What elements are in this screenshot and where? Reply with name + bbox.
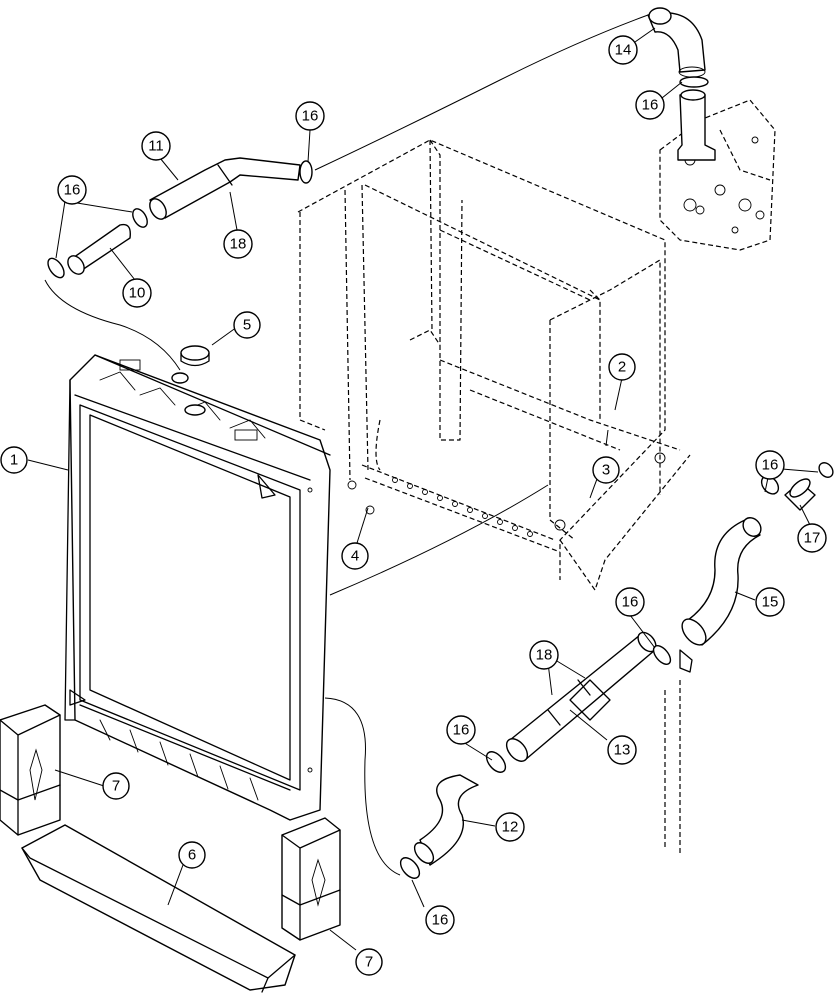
callout-label: 10 xyxy=(129,285,146,302)
callout-12: 12 xyxy=(495,812,525,842)
callout-label: 7 xyxy=(112,778,120,795)
radiator-support-frame xyxy=(297,139,691,591)
callout-label: 17 xyxy=(804,530,821,547)
callout-16-hose-15: 16 xyxy=(615,587,645,617)
callout-10: 10 xyxy=(122,278,152,308)
engine-block-fragment xyxy=(659,99,776,251)
callout-label: 11 xyxy=(148,138,164,155)
bottom-pad xyxy=(21,824,296,993)
radiator xyxy=(64,354,331,821)
callout-16-tube-11: 16 xyxy=(295,101,325,131)
callout-6: 6 xyxy=(178,841,206,869)
engine-outlet-pipe xyxy=(677,89,716,161)
callout-7-upper: 7 xyxy=(102,772,130,800)
callout-label: 16 xyxy=(432,912,449,929)
callout-label: 7 xyxy=(365,954,373,971)
callout-16-tube-17: 16 xyxy=(755,450,785,480)
callout-label: 12 xyxy=(502,819,519,836)
radiator-cap xyxy=(180,345,210,367)
callout-label: 16 xyxy=(762,457,779,474)
callout-4: 4 xyxy=(341,542,369,570)
callout-label: 14 xyxy=(615,42,632,59)
callout-label: 15 xyxy=(762,594,779,611)
hose-10 xyxy=(67,223,131,275)
callout-15: 15 xyxy=(755,587,785,617)
callout-label: 16 xyxy=(622,594,639,611)
elbow-hose-14 xyxy=(647,7,706,78)
leader-lines xyxy=(27,27,819,951)
callout-2: 2 xyxy=(608,353,636,381)
callout-label: 4 xyxy=(351,548,359,565)
callout-5: 5 xyxy=(233,311,261,339)
tube-17 xyxy=(784,478,816,511)
drain-tube xyxy=(664,649,693,855)
callout-label: 5 xyxy=(243,317,251,334)
callout-label: 3 xyxy=(602,462,610,479)
callout-14: 14 xyxy=(608,35,638,65)
callout-3: 3 xyxy=(592,456,620,484)
hose-12 xyxy=(413,774,479,866)
callout-16-pipe-13: 16 xyxy=(446,715,476,745)
mounting-pad-left xyxy=(0,704,61,836)
callout-label: 16 xyxy=(642,97,659,114)
callout-18-pipe-13: 18 xyxy=(529,640,559,670)
callout-18-tube-11: 18 xyxy=(223,229,253,259)
pipe-13 xyxy=(505,631,657,762)
callout-7-lower: 7 xyxy=(355,948,383,976)
callout-1: 1 xyxy=(0,446,28,474)
callout-17: 17 xyxy=(797,523,827,553)
frame-bolt-holes xyxy=(392,477,533,537)
hose-15 xyxy=(681,517,762,646)
callout-16-hose-12: 16 xyxy=(425,905,455,935)
mounting-pad-right xyxy=(281,817,341,941)
callout-label: 16 xyxy=(302,108,319,125)
callout-label: 6 xyxy=(188,847,196,864)
callout-label: 16 xyxy=(453,722,470,739)
callout-label: 16 xyxy=(64,182,81,199)
callout-11: 11 xyxy=(141,131,171,161)
callout-label: 18 xyxy=(230,236,247,253)
tube-11 xyxy=(149,157,301,220)
callout-label: 18 xyxy=(536,647,553,664)
callout-16-hose-10: 16 xyxy=(57,175,87,205)
callout-13: 13 xyxy=(607,735,637,765)
callout-16-engine: 16 xyxy=(635,90,665,120)
callout-label: 13 xyxy=(614,742,631,759)
callout-label: 1 xyxy=(10,452,18,469)
callout-label: 2 xyxy=(618,359,626,376)
